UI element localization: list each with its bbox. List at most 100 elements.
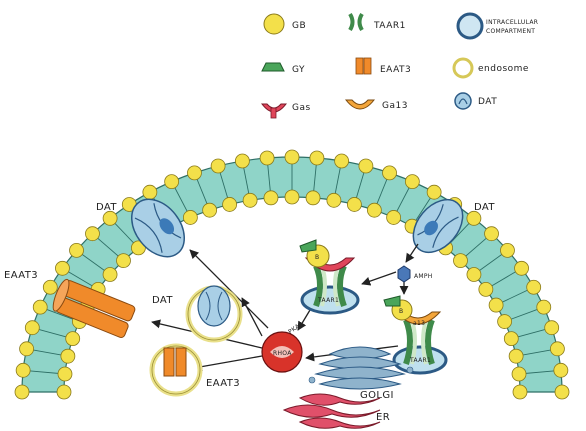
lipid-head bbox=[103, 211, 117, 225]
legend-g-beta-label: GB bbox=[292, 21, 306, 31]
lipid-head bbox=[489, 298, 503, 312]
legend-g-beta: GB bbox=[264, 14, 306, 34]
lipid-head bbox=[211, 159, 225, 173]
lipid-head bbox=[16, 363, 30, 377]
lipid-head bbox=[485, 227, 499, 241]
lipid-head bbox=[500, 243, 514, 257]
lipid-head bbox=[117, 254, 131, 268]
eaat3-endosome bbox=[152, 346, 200, 394]
lipid-head bbox=[20, 342, 34, 356]
label-pka: PKA bbox=[287, 322, 302, 335]
arrow-amph-to-taar1-a bbox=[362, 272, 396, 284]
lipid-head bbox=[70, 243, 84, 257]
lipid-head bbox=[550, 342, 564, 356]
lipid-head bbox=[504, 332, 518, 346]
lipid-head bbox=[527, 280, 541, 294]
label-beta-b: B bbox=[399, 308, 403, 315]
lipid-head bbox=[537, 300, 551, 314]
lipid-head bbox=[25, 321, 39, 335]
legend-g-alpha-s-label: Gas bbox=[292, 103, 311, 113]
legend-intracellular-line1: INTRACELLULAR bbox=[486, 19, 538, 26]
lipid-head bbox=[187, 166, 201, 180]
label-taar1-b: TAAR1 bbox=[409, 357, 431, 364]
label-beta-a: B bbox=[315, 254, 319, 261]
label-dat-endosome: DAT bbox=[152, 295, 173, 306]
lipid-head bbox=[359, 159, 373, 173]
label-dat-left: DAT bbox=[96, 202, 117, 213]
lipid-head bbox=[15, 385, 29, 399]
lipid-head bbox=[327, 193, 341, 207]
lipid-head bbox=[223, 197, 237, 211]
lipid-head bbox=[103, 267, 117, 281]
lipid-head bbox=[85, 227, 99, 241]
lipid-head bbox=[264, 191, 278, 205]
lipid-head bbox=[479, 282, 493, 296]
label-alpha-13: a13 bbox=[413, 320, 425, 327]
lipid-head bbox=[243, 193, 257, 207]
legend-g-alpha-13: Ga13 bbox=[346, 100, 408, 111]
rhoa: RHOA bbox=[262, 332, 302, 372]
lipid-head bbox=[66, 332, 80, 346]
lipid-head bbox=[498, 315, 512, 329]
arrow-dat-to-amph bbox=[406, 244, 418, 262]
legend-g-gamma: GY bbox=[262, 63, 305, 75]
legend-g-alpha-s: Gas bbox=[262, 103, 311, 118]
label-taar1-a: TAAR1 bbox=[317, 297, 339, 304]
lipid-head bbox=[467, 267, 481, 281]
lipid-head bbox=[453, 254, 467, 268]
lipid-head bbox=[367, 203, 381, 217]
lipid-head bbox=[310, 151, 324, 165]
lipid-head bbox=[387, 210, 401, 224]
legend-g-alpha-13-label: Ga13 bbox=[382, 101, 408, 111]
legend-taar1: TAAR1 bbox=[350, 14, 406, 31]
lipid-head bbox=[515, 261, 529, 275]
legend-eaat3: EAAT3 bbox=[356, 58, 411, 75]
lipid-head bbox=[165, 175, 179, 189]
lipid-head bbox=[260, 151, 274, 165]
legend-dat-label: DAT bbox=[478, 97, 497, 107]
legend-intracellular-line2: COMPARTMENT bbox=[486, 28, 535, 35]
lipid-head bbox=[58, 367, 72, 381]
dat-endosome bbox=[188, 286, 240, 340]
lipid-head bbox=[555, 385, 569, 399]
lipid-head bbox=[427, 185, 441, 199]
lipid-head bbox=[509, 349, 523, 363]
lipid-head bbox=[467, 211, 481, 225]
lipid-head bbox=[33, 300, 47, 314]
lipid-head bbox=[347, 197, 361, 211]
legend-intracellular: INTRACELLULAR COMPARTMENT bbox=[458, 14, 538, 38]
legend-eaat3-label: EAAT3 bbox=[380, 65, 411, 75]
legend-endosome-label: endosome bbox=[478, 64, 529, 74]
label-eaat3-left: EAAT3 bbox=[4, 270, 38, 281]
lipid-head bbox=[143, 185, 157, 199]
label-dat-right: DAT bbox=[474, 202, 495, 213]
arrow-rhoa-to-eaat3-endosome bbox=[194, 356, 262, 368]
label-rhoa: RHOA bbox=[273, 350, 292, 357]
lipid-head bbox=[285, 190, 299, 204]
lipid-head bbox=[183, 210, 197, 224]
lipid-head bbox=[61, 349, 75, 363]
lipid-head bbox=[306, 191, 320, 205]
legend-taar1-label: TAAR1 bbox=[373, 21, 406, 31]
lipid-head bbox=[545, 321, 559, 335]
arrow-rhoa-to-dat-endosome bbox=[242, 298, 262, 336]
legend: GB TAAR1 INTRACELLULAR COMPARTMENT GY EA… bbox=[262, 14, 538, 118]
legend-endosome: endosome bbox=[454, 59, 529, 77]
lipid-head bbox=[405, 175, 419, 189]
lipid-head bbox=[512, 367, 526, 381]
lipid-head bbox=[57, 385, 71, 399]
lipid-head bbox=[554, 363, 568, 377]
lipid-head bbox=[55, 261, 69, 275]
label-amph: AMPH bbox=[414, 273, 433, 280]
taar1-complex-a: B TAAR1 bbox=[300, 240, 358, 313]
lipid-head bbox=[235, 154, 249, 168]
lipid-head bbox=[203, 203, 217, 217]
lipid-head bbox=[285, 150, 299, 164]
lipid-head bbox=[335, 154, 349, 168]
legend-g-gamma-label: GY bbox=[292, 65, 305, 75]
lipid-head bbox=[383, 166, 397, 180]
legend-dat: DAT bbox=[455, 93, 497, 109]
label-eaat3-endosome: EAAT3 bbox=[206, 378, 240, 389]
label-er: ER bbox=[376, 412, 390, 423]
